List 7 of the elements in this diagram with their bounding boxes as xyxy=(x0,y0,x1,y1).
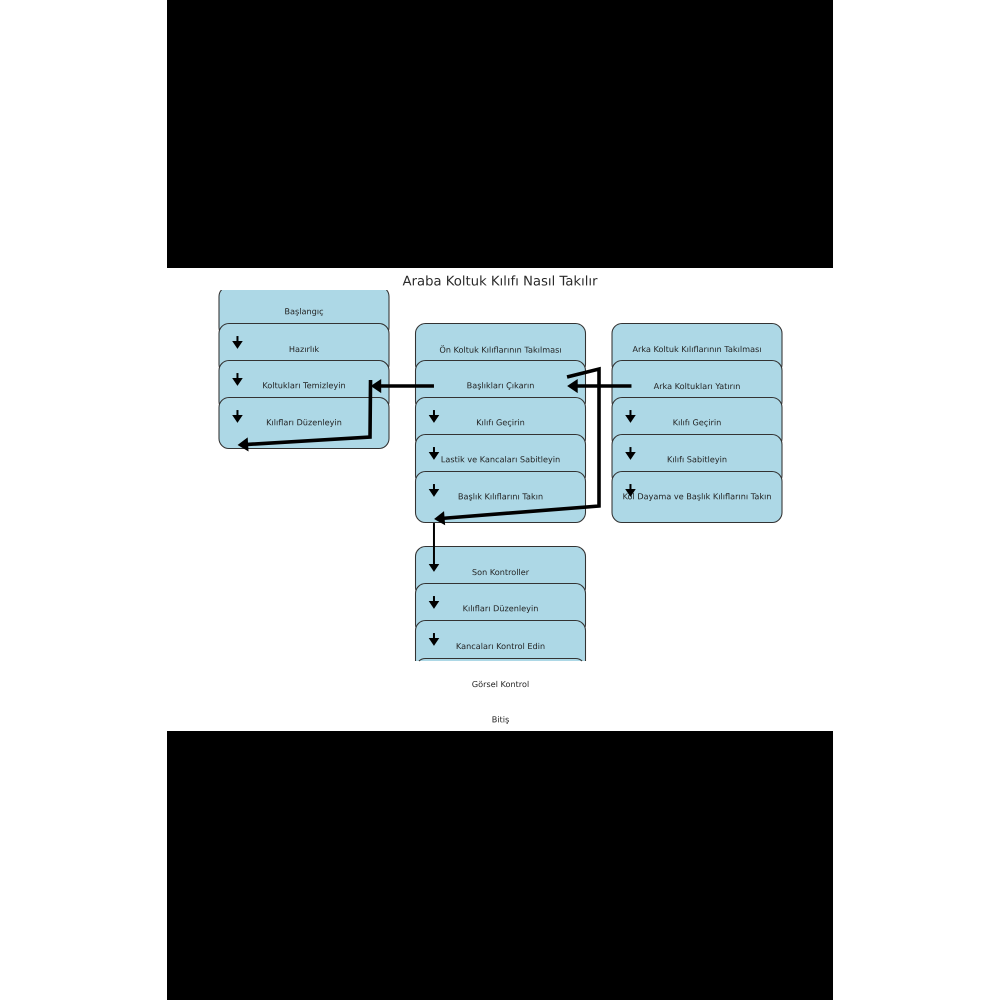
step-box: Başlık Kılıflarını Takın xyxy=(414,470,586,524)
step-box: Kancaları Kontrol Edin xyxy=(414,620,586,661)
step-label: Bitiş xyxy=(492,716,509,724)
node-label: Başlangıç xyxy=(285,308,324,316)
title: Araba Koltuk Kılıfı Nasıl Takılır xyxy=(402,275,598,286)
step-box: Kılıfları Düzenleyin xyxy=(218,396,390,450)
step-label: Görsel Kontrol xyxy=(472,680,528,688)
